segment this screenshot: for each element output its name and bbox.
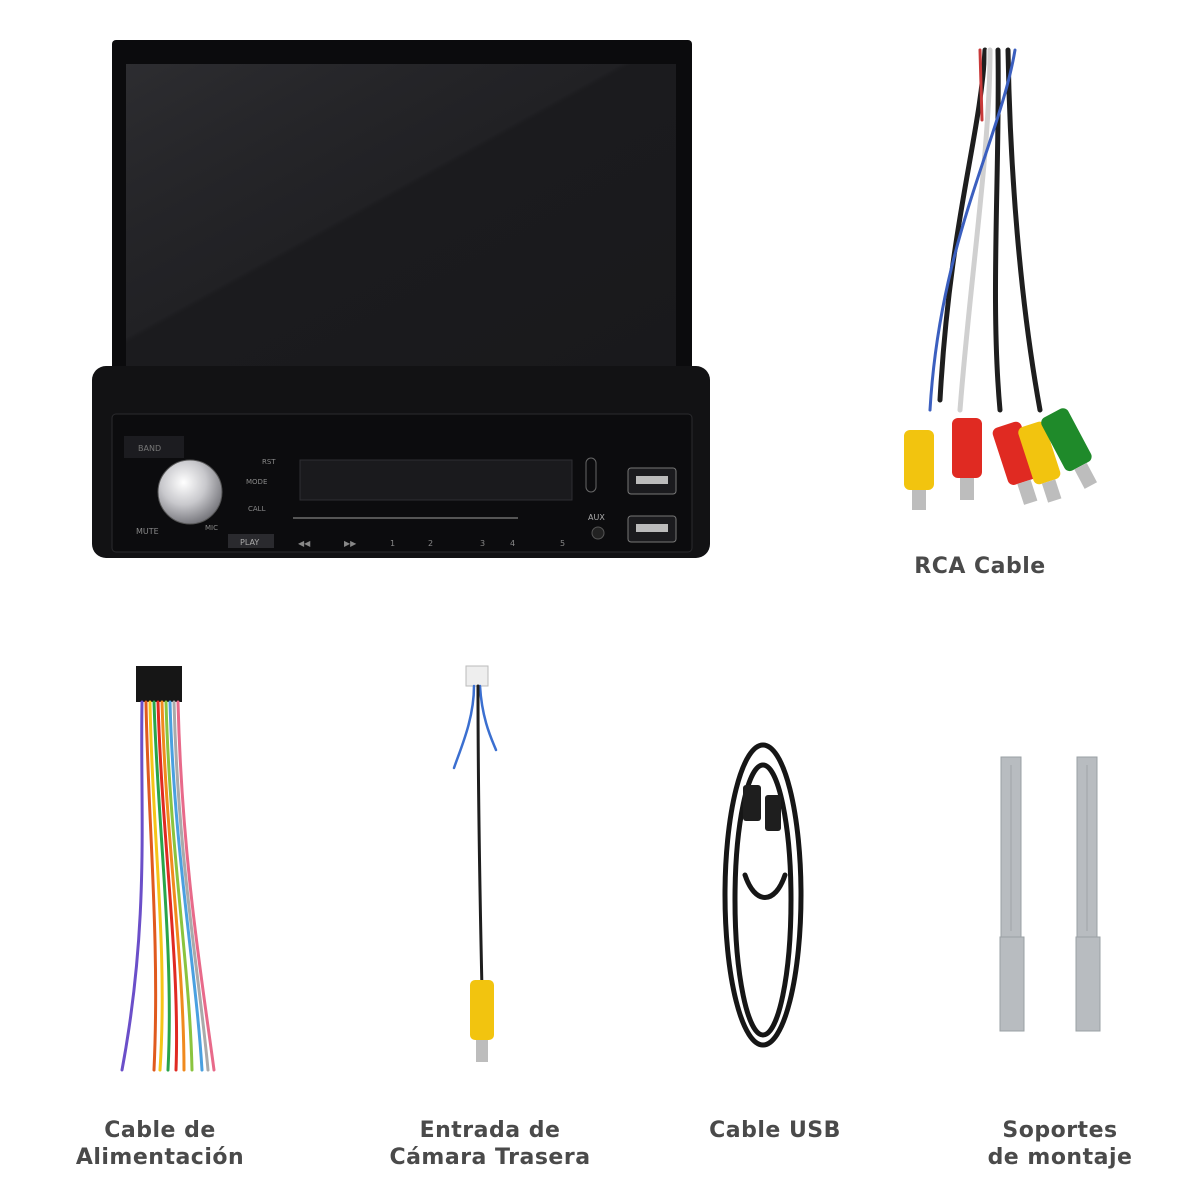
usb-plug-1 [743, 785, 761, 821]
camera-cable-drawing [452, 665, 498, 1062]
rca-wire-white [957, 47, 993, 413]
usb-port-2-tongue [636, 524, 668, 532]
rca-plug-yellow-2 [1018, 421, 1062, 503]
rca-plug-yellow [904, 430, 934, 510]
preset-2[interactable]: 2 [428, 539, 433, 548]
usb-plug-2 [765, 795, 781, 831]
bracket-right [1075, 756, 1101, 1032]
band-label: BAND [138, 444, 161, 453]
mode-label: MODE [246, 478, 267, 486]
rca-cable-drawing [904, 46, 1098, 510]
power-cable-drawing [120, 666, 216, 1072]
usb-cable-drawing [722, 742, 804, 1048]
rst-label: RST [262, 458, 276, 466]
power-connector [136, 666, 182, 702]
brackets-caption-line1: Soportes [1002, 1118, 1118, 1143]
camera-caption-line2: Cámara Trasera [389, 1145, 591, 1170]
rca-cable-caption: RCA Cable [914, 554, 1046, 579]
rca-wire-black-3 [1005, 47, 1043, 413]
rca-wire-black-2 [992, 47, 1003, 413]
band-button[interactable] [124, 436, 184, 458]
preset-buttons: ◀◀ ▶▶ 1 2 3 4 5 [298, 539, 565, 548]
head-unit-drawing: BAND MUTE MIC RST MODE CALL PLAY ◀◀ ▶▶ 1… [92, 40, 710, 558]
screen-glare [126, 64, 676, 368]
call-label: CALL [248, 505, 266, 513]
volume-knob[interactable] [157, 459, 223, 525]
bracket-left [999, 756, 1025, 1032]
rca-wire-red [978, 48, 984, 122]
mute-label: MUTE [136, 527, 159, 536]
play-label: PLAY [240, 538, 259, 547]
power-cable-caption: Cable de Alimentación [40, 1117, 280, 1171]
rca-wire-blue [928, 48, 1017, 412]
rca-plug-red-2 [992, 421, 1038, 505]
usb-port-1-tongue [636, 476, 668, 484]
mic-label: MIC [205, 524, 218, 532]
next-icon: ▶▶ [344, 539, 357, 548]
brackets-drawing [999, 756, 1101, 1032]
mounting-brackets [995, 755, 1110, 1035]
play-button[interactable] [228, 534, 274, 548]
sd-slot [585, 457, 597, 493]
preset-1[interactable]: 1 [390, 539, 395, 548]
aux-label: AUX [588, 513, 605, 522]
preset-3[interactable]: 3 [480, 539, 485, 548]
rca-plug-green [1041, 408, 1098, 489]
power-wires [120, 700, 216, 1072]
camera-cable [440, 660, 530, 1070]
brackets-caption: Soportes de montaje [950, 1117, 1170, 1171]
camera-connector [465, 665, 489, 687]
power-caption-line1: Cable de [104, 1118, 216, 1143]
power-caption-line2: Alimentación [75, 1145, 245, 1170]
preset-5[interactable]: 5 [560, 539, 565, 548]
rca-cable [890, 20, 1120, 530]
rca-plug-red-1 [952, 418, 982, 500]
camera-caption-line1: Entrada de [419, 1118, 561, 1143]
brackets-caption-line2: de montaje [987, 1145, 1133, 1170]
aux-port [591, 526, 605, 540]
head-unit: BAND MUTE MIC RST MODE CALL PLAY ◀◀ ▶▶ 1… [88, 36, 713, 566]
camera-wires [452, 684, 498, 992]
usb-cable-caption: Cable USB [709, 1118, 841, 1143]
power-cable [110, 660, 230, 1090]
camera-plug-yellow [470, 980, 494, 1062]
usb-cable-loops [722, 742, 804, 1048]
preset-4[interactable]: 4 [510, 539, 515, 548]
panel-display [299, 459, 573, 501]
camera-cable-caption: Entrada de Cámara Trasera [360, 1117, 620, 1171]
usb-cable [715, 735, 810, 1050]
prev-icon: ◀◀ [298, 539, 311, 548]
